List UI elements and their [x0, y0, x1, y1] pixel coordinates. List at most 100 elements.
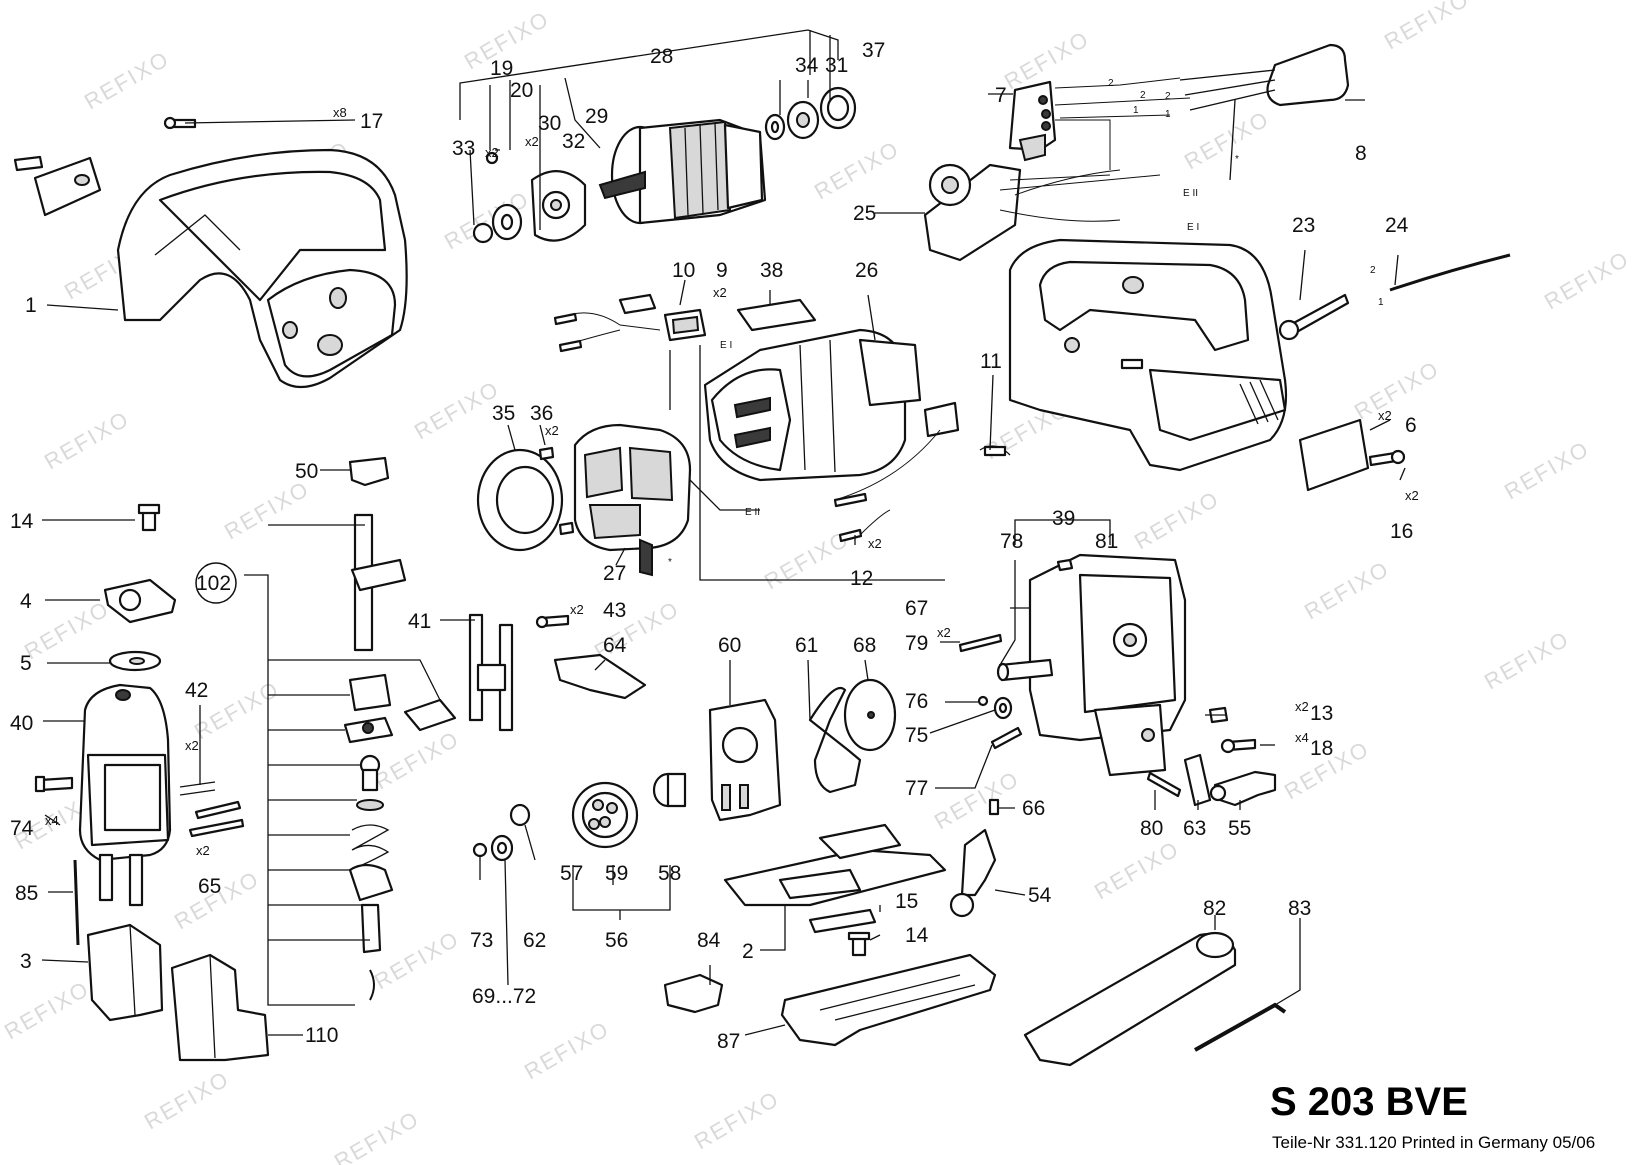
qty-74: x4 [45, 813, 59, 828]
part-label-19: 19 [490, 57, 513, 80]
wire-1b: 1 [1165, 109, 1171, 120]
part-label-4: 4 [20, 590, 32, 613]
watermark: REFIXO [40, 406, 134, 475]
part-housing-right [1008, 238, 1288, 472]
part-label-29: 29 [585, 105, 608, 128]
part-label-35: 35 [492, 402, 515, 425]
part-label-28: 28 [650, 45, 673, 68]
part-number-labels: 1 17 19 20 33 30 32 29 28 34 31 37 7 8 2… [10, 39, 1417, 1053]
part-79-pin [958, 633, 1003, 653]
part-label-23: 23 [1292, 214, 1315, 237]
part-label-56: 56 [605, 929, 628, 952]
part-label-69-72: 69...72 [472, 985, 536, 1008]
part-label-8: 8 [1355, 142, 1367, 165]
wire-e2-b: E II [1183, 188, 1198, 199]
wire-e1-a: E I [720, 340, 732, 351]
part-102-circle [195, 562, 237, 604]
watermark: REFIXO [1300, 556, 1394, 625]
part-label-9: 9 [716, 259, 728, 282]
wire-2d: 2 [1370, 265, 1376, 276]
part-label-84: 84 [697, 929, 721, 952]
qty-43: x2 [570, 602, 584, 617]
part-label-83: 83 [1288, 897, 1311, 920]
part-label-38: 38 [760, 259, 783, 282]
watermark: REFIXO [1130, 486, 1224, 555]
part-84-slide [663, 973, 724, 1014]
part-32-brush-plate [530, 170, 587, 242]
qty-13: x2 [1295, 699, 1309, 714]
qty-65: x2 [196, 843, 210, 858]
part-label-78: 78 [1000, 530, 1023, 553]
part-label-58: 58 [658, 862, 681, 885]
part-87-shoe [780, 953, 997, 1047]
part-60-gear-plate [708, 698, 782, 822]
qty-42: x2 [185, 738, 199, 753]
wire-2c: 2 [1165, 91, 1171, 102]
qty-79: x2 [937, 625, 951, 640]
part-37-bearing-sleeve [819, 86, 857, 130]
watermark: REFIXO [1090, 836, 1184, 905]
part-label-7: 7 [995, 84, 1007, 107]
stator-wiring [553, 312, 945, 581]
part-85-rod [73, 859, 80, 946]
part-65-pins [188, 800, 245, 838]
part-14-screw [137, 503, 161, 532]
part-17-screw [163, 116, 197, 130]
part-label-110: 110 [305, 1024, 338, 1047]
part-27-stator [573, 423, 692, 577]
qty-12: x2 [868, 536, 882, 551]
part-31-bearing [786, 100, 820, 140]
part-label-39: 39 [1052, 507, 1075, 530]
qty-19: x2 [485, 145, 499, 160]
part-66-pin [988, 798, 1000, 816]
part-34-washer [764, 113, 786, 141]
part-label-3: 3 [20, 950, 32, 973]
part-40-gear-housing [78, 683, 172, 907]
part-102-plunger-assembly [343, 513, 407, 1001]
part-label-43: 43 [603, 599, 626, 622]
part-label-12: 12 [850, 567, 873, 590]
part-label-60: 60 [718, 634, 741, 657]
wire-star-a: * [1235, 154, 1239, 165]
part-label-27: 27 [603, 562, 626, 585]
part-label-55: 55 [1228, 817, 1251, 840]
part-18-screw [1220, 738, 1257, 754]
part-29-armature [598, 118, 767, 225]
part-30-bearing [491, 203, 523, 241]
title-block: S 203 BVE Teile-Nr 331.120 Printed in Ge… [1270, 1080, 1595, 1152]
watermark: REFIXO [1380, 0, 1474, 54]
watermark: REFIXO [140, 1066, 234, 1135]
part-label-65: 65 [198, 875, 221, 898]
part-label-59: 59 [605, 862, 628, 885]
part-label-68: 68 [853, 634, 876, 657]
part-label-40: 40 [10, 712, 33, 735]
part-label-57: 57 [560, 862, 583, 885]
qty-9: x2 [713, 285, 727, 300]
part-label-76: 76 [905, 690, 928, 713]
part-62-bushing [509, 803, 531, 827]
part-label-33: 33 [452, 137, 475, 160]
watermark: REFIXO [330, 1106, 424, 1165]
part-110-guard [170, 953, 270, 1062]
part-36-pins [538, 446, 575, 536]
wire-2a: 2 [1108, 78, 1114, 89]
part-38-cover [736, 298, 817, 332]
part-label-62: 62 [523, 929, 546, 952]
qty-36: x2 [545, 423, 559, 438]
part-label-79: 79 [905, 632, 928, 655]
watermark: REFIXO [520, 1016, 614, 1085]
watermark: REFIXO [1500, 436, 1594, 505]
part-label-2: 2 [742, 940, 754, 963]
part-label-66: 66 [1022, 797, 1045, 820]
part-33-circlip [472, 222, 494, 244]
part-82-adapter [1023, 931, 1237, 1067]
watermark: REFIXO [20, 596, 114, 665]
part-label-1: 1 [25, 294, 37, 317]
wire-2b: 2 [1140, 90, 1146, 101]
footer-text: Teile-Nr 331.120 Printed in Germany 05/0… [1272, 1133, 1595, 1152]
part-label-87: 87 [717, 1030, 740, 1053]
qty-17: x8 [333, 105, 347, 120]
part-41-guide [468, 613, 514, 732]
part-6-cover-plate [1298, 418, 1370, 492]
